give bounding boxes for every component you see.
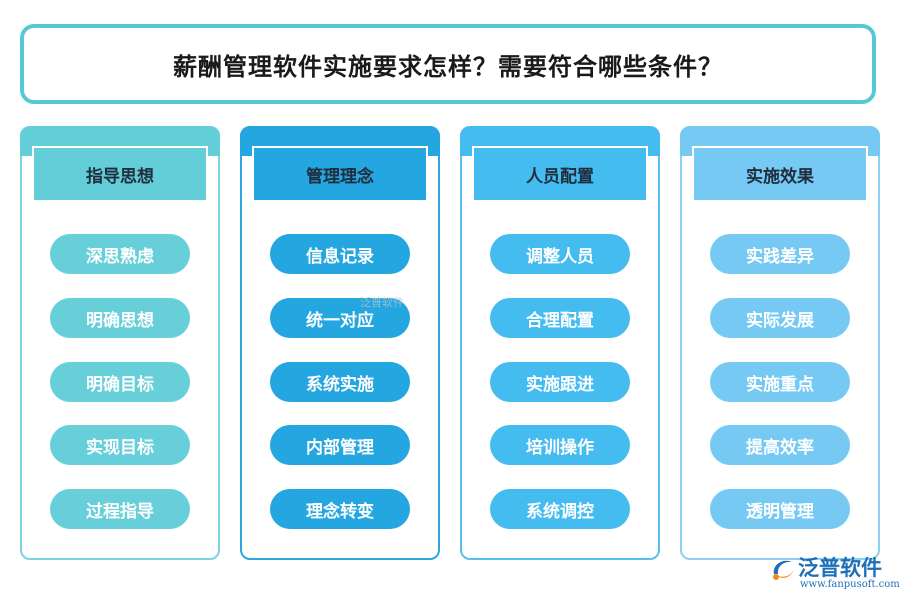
item-pill: 提高效率 bbox=[710, 425, 850, 465]
item-pill: 透明管理 bbox=[710, 489, 850, 529]
item-pill: 实践差异 bbox=[710, 234, 850, 274]
column-header: 指导思想 bbox=[32, 146, 208, 202]
item-pill: 实现目标 bbox=[50, 425, 190, 465]
column-header: 人员配置 bbox=[472, 146, 648, 202]
item-pill: 系统实施 bbox=[270, 362, 410, 402]
logo-name: 泛普软件 bbox=[798, 556, 882, 580]
item-pill: 明确思想 bbox=[50, 298, 190, 338]
column-management-concept: 管理理念 信息记录 统一对应 系统实施 内部管理 理念转变 bbox=[240, 126, 440, 560]
column-guiding-thought: 指导思想 深思熟虑 明确思想 明确目标 实现目标 过程指导 bbox=[20, 126, 220, 560]
column-header: 管理理念 bbox=[252, 146, 428, 202]
item-pill: 合理配置 bbox=[490, 298, 630, 338]
item-pill: 深思熟虑 bbox=[50, 234, 190, 274]
item-pill: 调整人员 bbox=[490, 234, 630, 274]
column-staffing: 人员配置 调整人员 合理配置 实施跟进 培训操作 系统调控 bbox=[460, 126, 660, 560]
column-header: 实施效果 bbox=[692, 146, 868, 202]
item-pill: 信息记录 bbox=[270, 234, 410, 274]
item-pill: 实施跟进 bbox=[490, 362, 630, 402]
title-box: 薪酬管理软件实施要求怎样？需要符合哪些条件？ bbox=[20, 24, 876, 104]
item-pill: 实施重点 bbox=[710, 362, 850, 402]
item-pill: 实际发展 bbox=[710, 298, 850, 338]
brand-logo: 泛普软件 www.fanpusoft.com bbox=[768, 552, 900, 596]
item-pill: 系统调控 bbox=[490, 489, 630, 529]
logo-url: www.fanpusoft.com bbox=[800, 579, 900, 590]
item-pill: 统一对应 bbox=[270, 298, 410, 338]
item-pill: 明确目标 bbox=[50, 362, 190, 402]
item-pill: 理念转变 bbox=[270, 489, 410, 529]
item-pill: 过程指导 bbox=[50, 489, 190, 529]
watermark: 泛普软件 bbox=[360, 296, 404, 309]
item-pill: 培训操作 bbox=[490, 425, 630, 465]
diagram-title: 薪酬管理软件实施要求怎样？需要符合哪些条件？ bbox=[173, 52, 723, 81]
logo-swirl-icon bbox=[773, 560, 794, 580]
column-implementation-effect: 实施效果 实践差异 实际发展 实施重点 提高效率 透明管理 bbox=[680, 126, 880, 560]
item-pill: 内部管理 bbox=[270, 425, 410, 465]
